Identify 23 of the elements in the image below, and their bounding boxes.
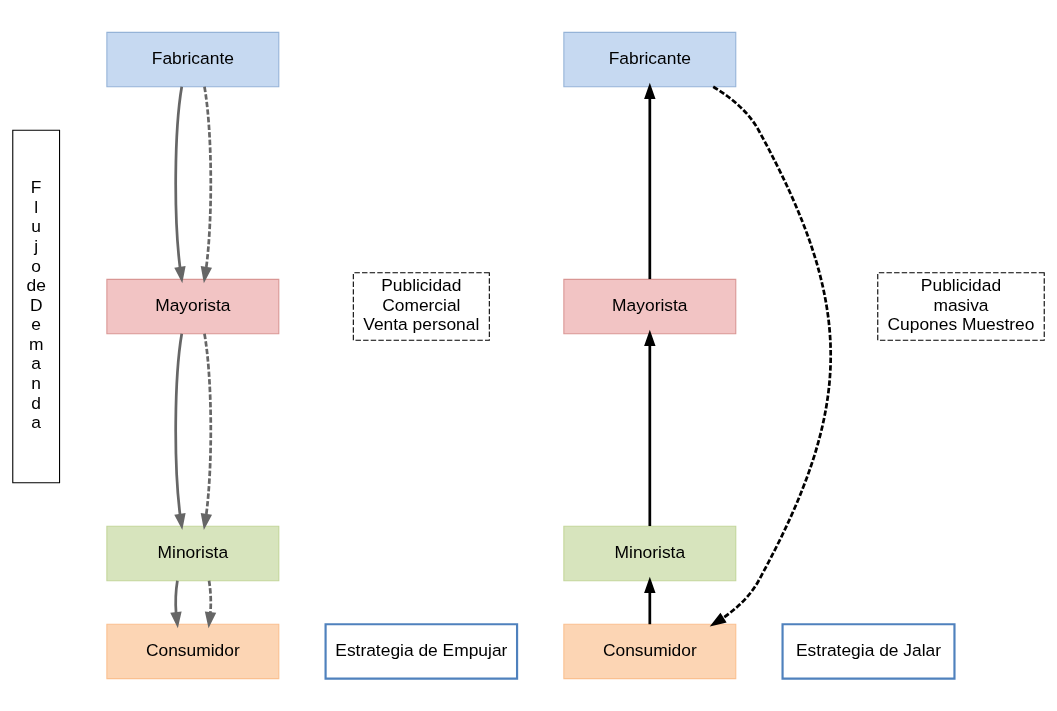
- node-box: Fabricante: [106, 31, 280, 88]
- node-box: Mayorista: [106, 278, 280, 335]
- node-box: Minorista: [563, 525, 737, 582]
- node-box: Estrategia de Jalar: [781, 623, 956, 680]
- node-box: Publicidad Comercial Venta personal: [352, 272, 490, 341]
- node-box: Publicidad masiva Cupones Muestreo: [877, 272, 1045, 341]
- arrow: [200, 86, 213, 284]
- arrow: [644, 82, 656, 280]
- arrow: [170, 580, 182, 629]
- node-box: F l u j o de D e m a n d a: [12, 129, 61, 484]
- arrow: [204, 580, 217, 629]
- arrow: [709, 85, 832, 627]
- arrow: [200, 333, 213, 531]
- node-box: Consumidor: [106, 623, 280, 680]
- node-box: Minorista: [106, 525, 280, 582]
- arrow: [644, 329, 656, 527]
- node-box: Consumidor: [563, 623, 737, 680]
- node-box: Fabricante: [563, 31, 737, 88]
- node-box: Mayorista: [563, 278, 737, 335]
- arrow: [174, 333, 186, 531]
- arrow: [644, 576, 656, 625]
- arrow: [174, 86, 186, 284]
- node-box: Estrategia de Empujar: [324, 623, 519, 680]
